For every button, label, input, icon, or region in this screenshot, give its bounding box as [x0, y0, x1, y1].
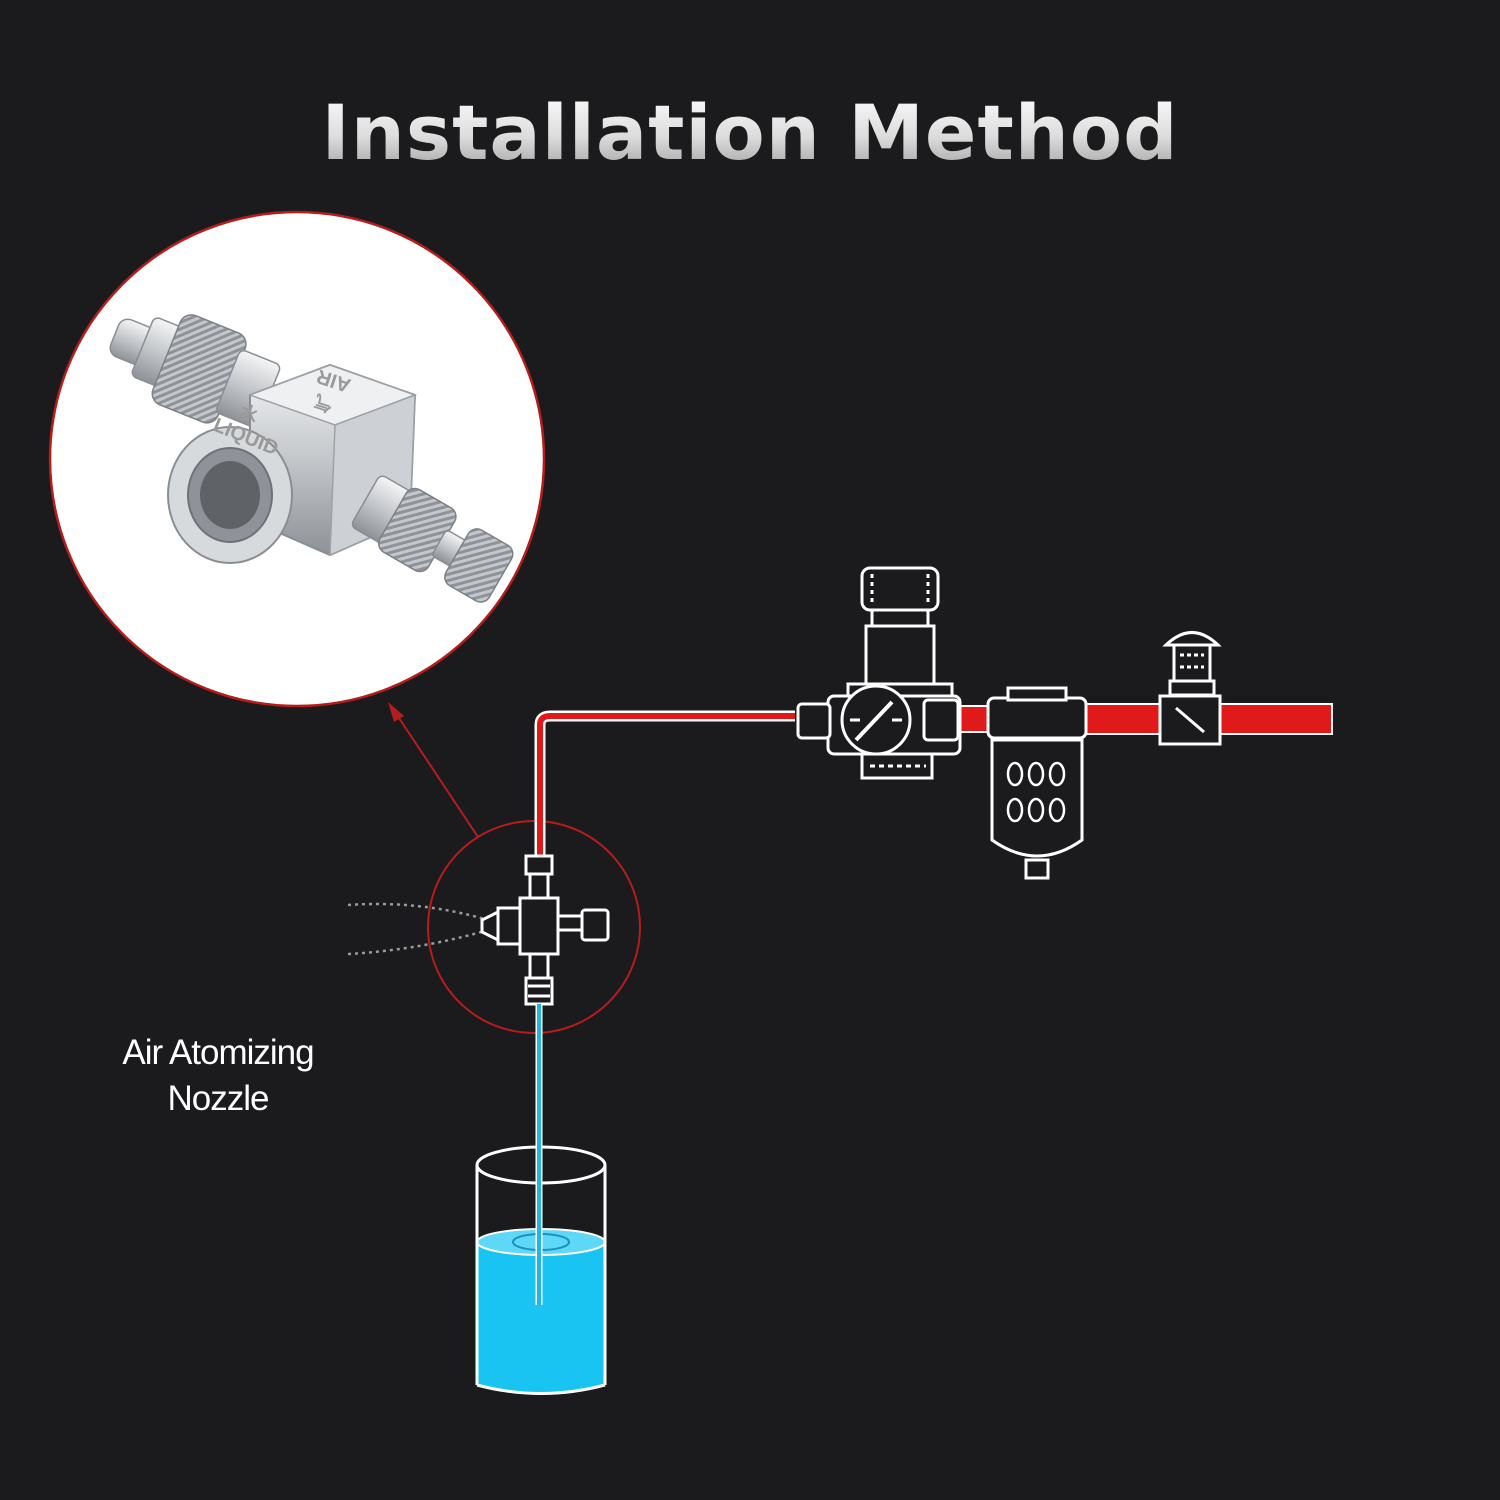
callout-arrow — [388, 702, 479, 838]
nozzle-icon — [480, 854, 610, 1006]
nozzle-highlight-circle — [427, 820, 641, 1034]
air-filter-icon — [986, 686, 1088, 880]
nozzle-photo-callout: AIR 气 LIQUID 水 — [48, 210, 546, 708]
liquid-container-icon — [475, 1004, 607, 1395]
nozzle-label: Air Atomizing Nozzle — [88, 1030, 348, 1122]
nozzle-photo: AIR 气 LIQUID 水 — [109, 314, 514, 603]
pressure-regulator-icon — [796, 566, 962, 780]
nozzle-label-line1: Air Atomizing — [122, 1033, 314, 1072]
shutoff-valve-icon — [1158, 631, 1222, 746]
spray-icon — [347, 902, 489, 956]
nozzle-label-line2: Nozzle — [167, 1079, 270, 1118]
air-line — [534, 703, 1333, 858]
page-title: Installation Method — [0, 88, 1500, 177]
